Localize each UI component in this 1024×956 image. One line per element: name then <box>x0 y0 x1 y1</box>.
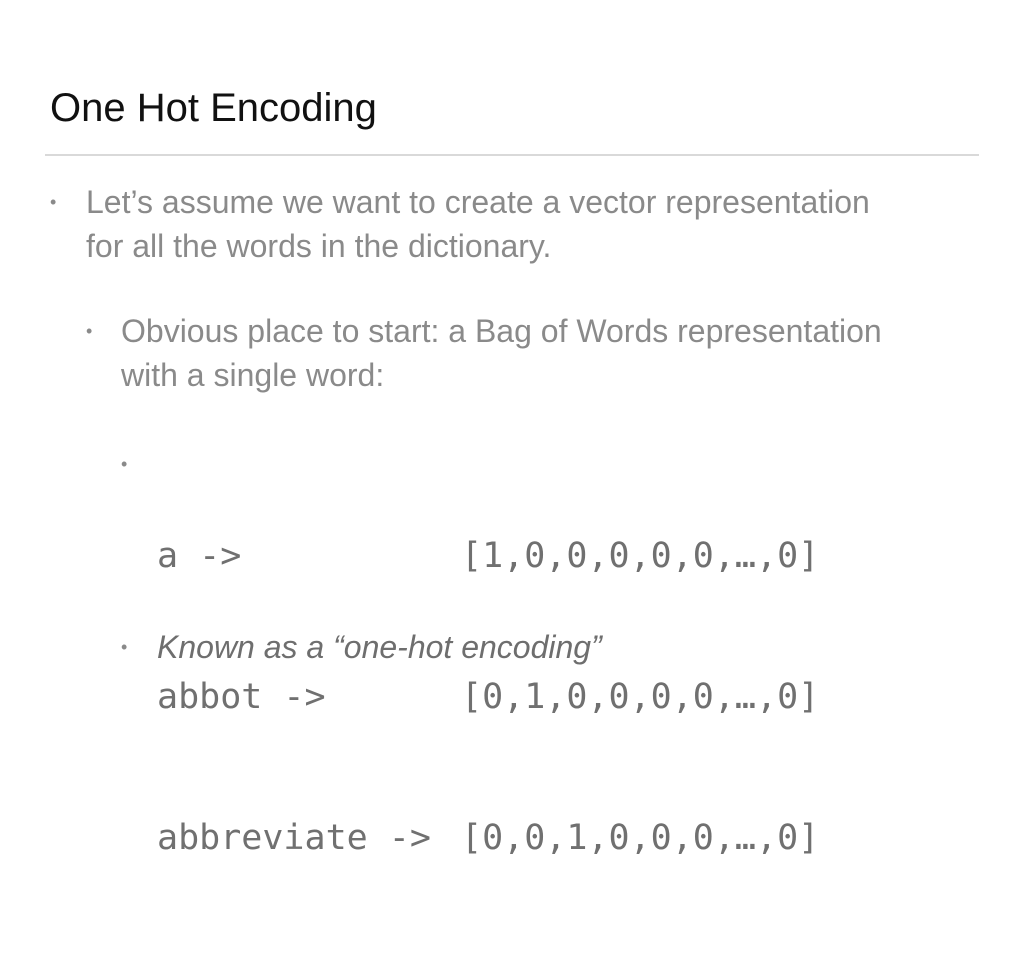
slide-title: One Hot Encoding <box>50 86 377 130</box>
bullet-text-line-2: for all the words in the dictionary. <box>86 228 552 264</box>
encoding-row: a -> [1,0,0,0,0,0,…,0] <box>157 533 819 580</box>
bullet-marker: • <box>121 637 128 657</box>
encoding-word: a -> <box>157 536 242 576</box>
encoding-vector: [0,1,0,0,0,0,…,0] <box>461 677 820 717</box>
encoding-vector: [0,0,1,0,0,0,…,0] <box>461 818 820 858</box>
slide: One Hot Encoding • Let’s assume we want … <box>45 86 979 858</box>
encoding-vector: [1,0,0,0,0,0,…,0] <box>461 536 820 576</box>
title-divider <box>45 154 979 156</box>
bullet-marker: • <box>50 192 57 212</box>
sub-bullet-text-line-1: Obvious place to start: a Bag of Words r… <box>121 313 882 349</box>
encoding-list: a -> [1,0,0,0,0,0,…,0] abbot -> [0,1,0,0,0… <box>157 439 819 956</box>
known-as-text: Known as a “one-hot encoding” <box>157 629 602 665</box>
bullet-marker: • <box>86 321 93 341</box>
encoding-word: abbot -> <box>157 677 326 717</box>
encoding-row: abbreviate -> [0,0,1,0,0,0,…,0] <box>157 815 819 862</box>
encoding-word: abbreviate -> <box>157 818 431 858</box>
bullet-marker: • <box>121 454 128 474</box>
encoding-row: abbot -> [0,1,0,0,0,0,…,0] <box>157 674 819 721</box>
bullet-text-line-1: Let’s assume we want to create a vector … <box>86 184 870 220</box>
sub-bullet-text-line-2: with a single word: <box>121 357 385 393</box>
